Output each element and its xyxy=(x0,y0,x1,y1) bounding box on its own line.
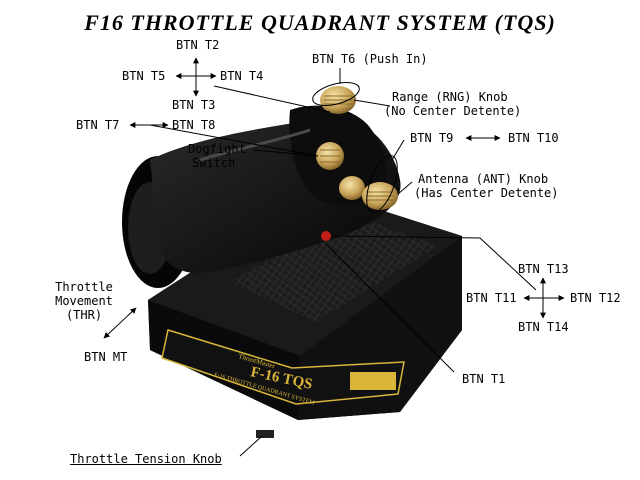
label-btn-t2: BTN T2 xyxy=(176,38,220,52)
antenna-knob xyxy=(362,182,398,210)
label-btn-t11: BTN T11 xyxy=(466,291,517,305)
label-btn-t1: BTN T1 xyxy=(462,372,506,386)
dogfight-switch-knob xyxy=(316,142,344,170)
label-btn-t4: BTN T4 xyxy=(220,69,264,83)
label-dogfight-switch: Switch xyxy=(192,156,236,170)
diagram-title: F16 THROTTLE QUADRANT SYSTEM (TQS) xyxy=(84,10,556,35)
label-btn-t13: BTN T13 xyxy=(518,262,569,276)
label-btn-t12: BTN T12 xyxy=(570,291,621,305)
leader-lines xyxy=(103,57,565,457)
label-btn-t7: BTN T7 xyxy=(76,118,120,132)
label-throttle: Throttle xyxy=(55,280,113,294)
tension-knob xyxy=(256,430,274,438)
label-btn-t8: BTN T8 xyxy=(172,118,216,132)
antenna-knob-small xyxy=(339,176,365,200)
label-antenna-note: (Has Center Detente) xyxy=(414,186,559,200)
label-btn-t10: BTN T10 xyxy=(508,131,559,145)
label-btn-t5: BTN T5 xyxy=(122,69,166,83)
label-range-knob: Range (RNG) Knob xyxy=(392,90,508,104)
btn-t1-red xyxy=(321,231,331,241)
range-knob xyxy=(320,86,356,114)
label-range-note: (No Center Detente) xyxy=(384,104,522,118)
label-thr: (THR) xyxy=(65,308,103,322)
plate-gold-block xyxy=(350,372,396,390)
label-btn-mt: BTN MT xyxy=(84,350,128,364)
label-btn-t14: BTN T14 xyxy=(518,320,569,334)
mesh-pad xyxy=(230,214,438,322)
label-throttle-tension-knob: Throttle Tension Knob xyxy=(70,452,222,466)
label-movement: Movement xyxy=(55,294,113,308)
label-btn-t3: BTN T3 xyxy=(172,98,216,112)
label-antenna-knob: Antenna (ANT) Knob xyxy=(418,172,549,186)
label-dogfight: Dogfight xyxy=(188,142,246,156)
label-btn-t9: BTN T9 xyxy=(410,131,454,145)
label-btn-t6: BTN T6 (Push In) xyxy=(312,52,428,66)
